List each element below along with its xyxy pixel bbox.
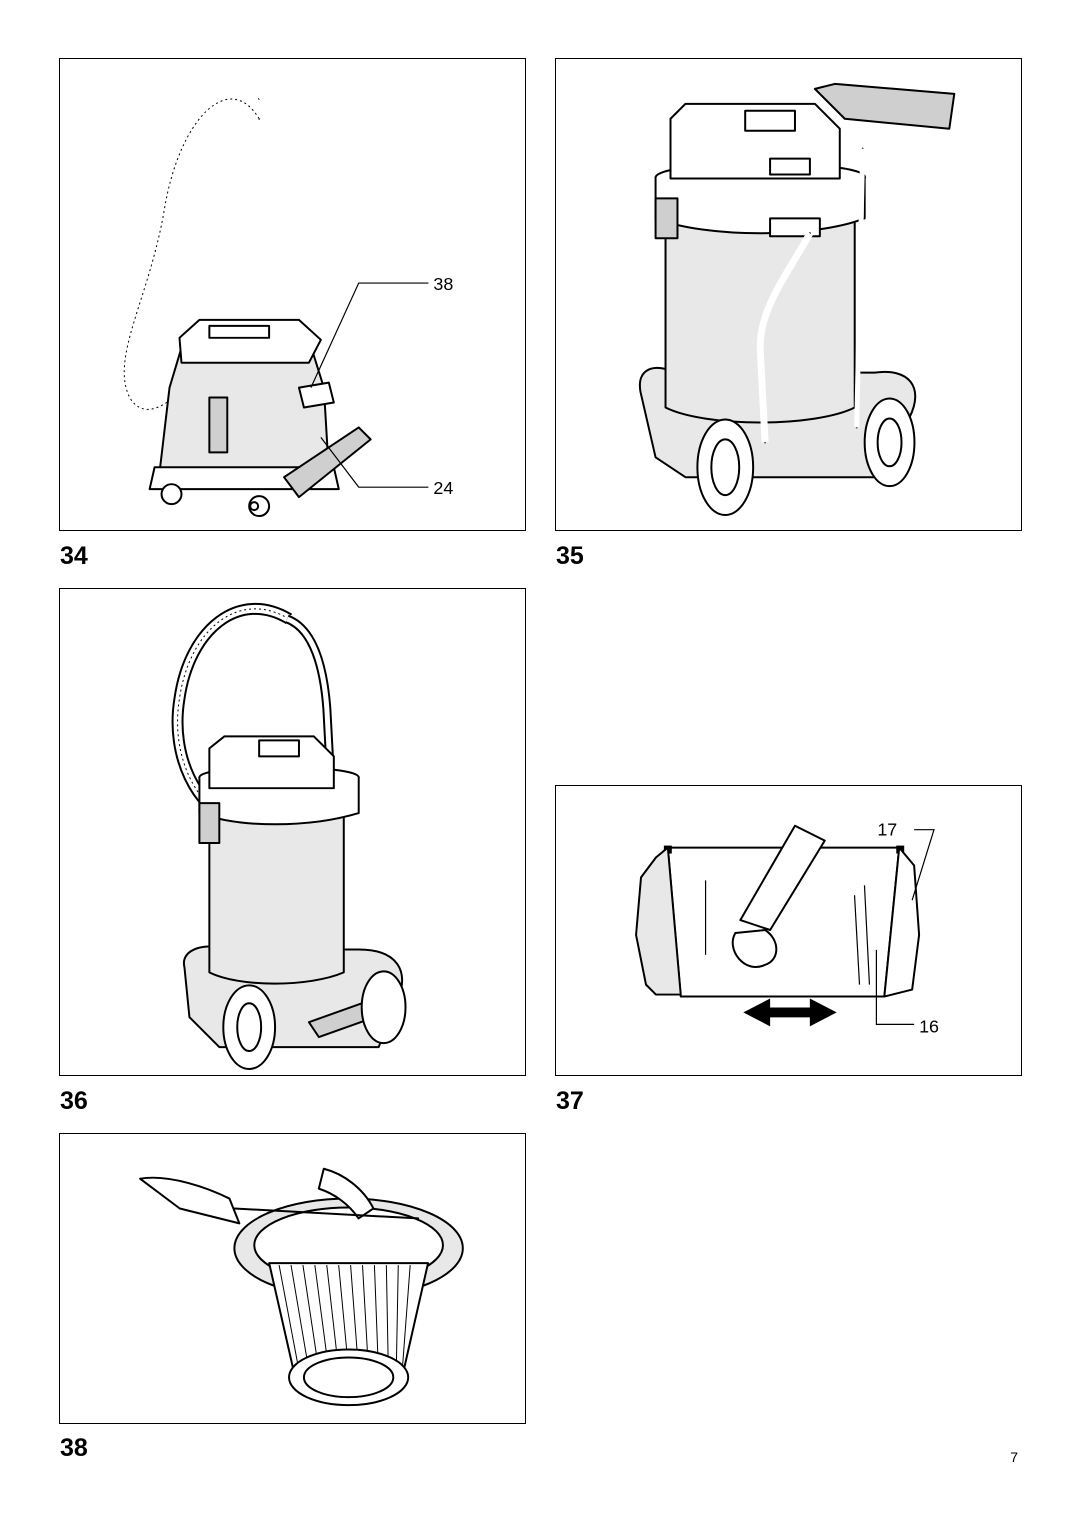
- callout-17-fig37: 17: [877, 820, 897, 840]
- page-number: 7: [1010, 1449, 1018, 1465]
- figure-36-illustration: [171, 602, 407, 1070]
- figure-number-34: 34: [60, 542, 88, 570]
- figure-number-37: 37: [556, 1087, 584, 1115]
- figure-37-illustration: 17 16: [635, 820, 939, 1036]
- figure-34-illustration: 38 24: [119, 91, 453, 518]
- figure-38-panel: [59, 1133, 526, 1424]
- figure-36-panel: [59, 588, 526, 1076]
- figure-37-panel: 17 16: [555, 785, 1022, 1076]
- figure-number-38: 38: [60, 1434, 88, 1462]
- callout-38-fig34: 38: [433, 274, 453, 294]
- figure-35-illustration: [638, 82, 956, 517]
- figure-38-illustration: [139, 1167, 464, 1407]
- callout-16-fig37: 16: [919, 1016, 939, 1036]
- figure-34-panel: 38 24: [59, 58, 526, 531]
- figure-35-panel: [555, 58, 1022, 531]
- figure-number-35: 35: [556, 542, 584, 570]
- callout-24-fig34: 24: [433, 478, 453, 498]
- figure-number-36: 36: [60, 1087, 88, 1115]
